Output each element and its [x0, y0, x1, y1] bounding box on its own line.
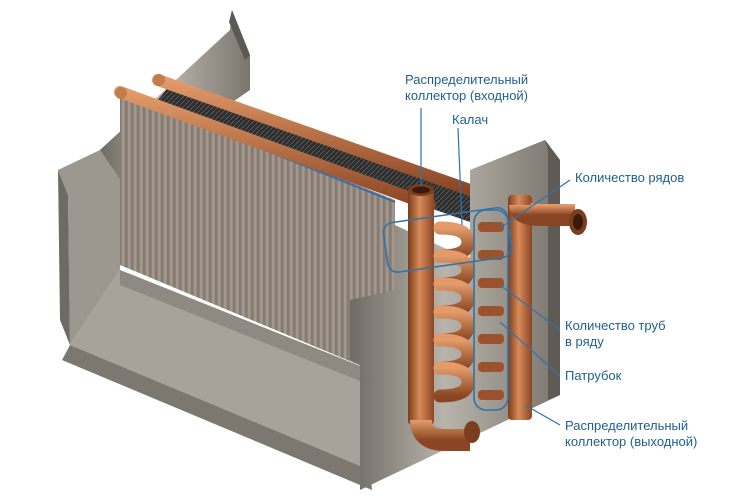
fin-pack — [120, 90, 395, 380]
bottom-trough — [62, 270, 395, 490]
label-inlet-collector-line1: Распределительный — [405, 72, 529, 87]
highlight-outlines — [382, 206, 513, 411]
tube-bundle — [408, 184, 587, 451]
label-tubes-per-row: Количество труб в ряду — [565, 318, 666, 350]
label-rows-count-text: Количество рядов — [575, 170, 685, 185]
label-nozzle-text: Патрубок — [565, 368, 622, 383]
label-tubes-per-row-line1: Количество труб — [565, 318, 666, 333]
label-outlet-collector-line2: коллектор (выходной) — [565, 434, 698, 449]
label-tubes-per-row-line2: в ряду — [565, 334, 604, 349]
label-bend-text: Калач — [452, 112, 489, 127]
label-inlet-collector-line2: коллектор (входной) — [405, 88, 529, 103]
top-tubes — [114, 74, 476, 211]
leader-lines — [420, 108, 571, 426]
label-rows-count: Количество рядов — [575, 170, 684, 186]
label-nozzle: Патрубок — [565, 368, 621, 384]
label-bend: Калач — [452, 112, 488, 128]
label-inlet-collector: Распределительный коллектор (входной) — [405, 72, 528, 104]
label-outlet-collector-line1: Распределительный — [565, 418, 689, 433]
label-outlet-collector: Распределительный коллектор (выходной) — [565, 418, 697, 450]
left-casing — [58, 150, 120, 345]
